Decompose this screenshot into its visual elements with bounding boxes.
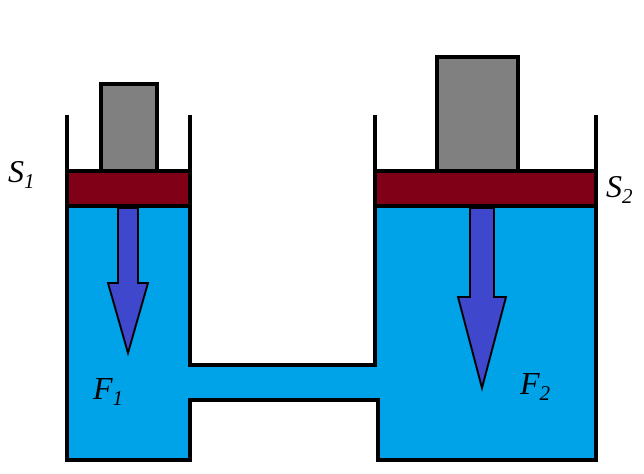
force-arrow-f1 xyxy=(106,207,150,357)
label-s2: S2 xyxy=(606,170,633,207)
small-weight xyxy=(99,82,159,173)
label-s1: S1 xyxy=(8,155,35,192)
label-f1-sub: 1 xyxy=(112,386,124,410)
label-f1: F1 xyxy=(93,372,123,409)
small-piston xyxy=(65,169,192,208)
large-weight xyxy=(435,55,520,173)
force-arrow-f2 xyxy=(456,207,508,392)
label-s1-sub: 1 xyxy=(24,169,35,193)
label-f2: F2 xyxy=(520,367,550,404)
label-s1-main: S xyxy=(8,153,24,189)
label-f2-main: F xyxy=(520,365,540,401)
label-f1-main: F xyxy=(93,370,113,406)
label-s2-main: S xyxy=(606,168,622,204)
label-s2-sub: 2 xyxy=(622,184,633,208)
label-f2-sub: 2 xyxy=(539,381,551,405)
large-piston xyxy=(373,169,598,208)
hydraulic-fluid xyxy=(65,203,598,462)
